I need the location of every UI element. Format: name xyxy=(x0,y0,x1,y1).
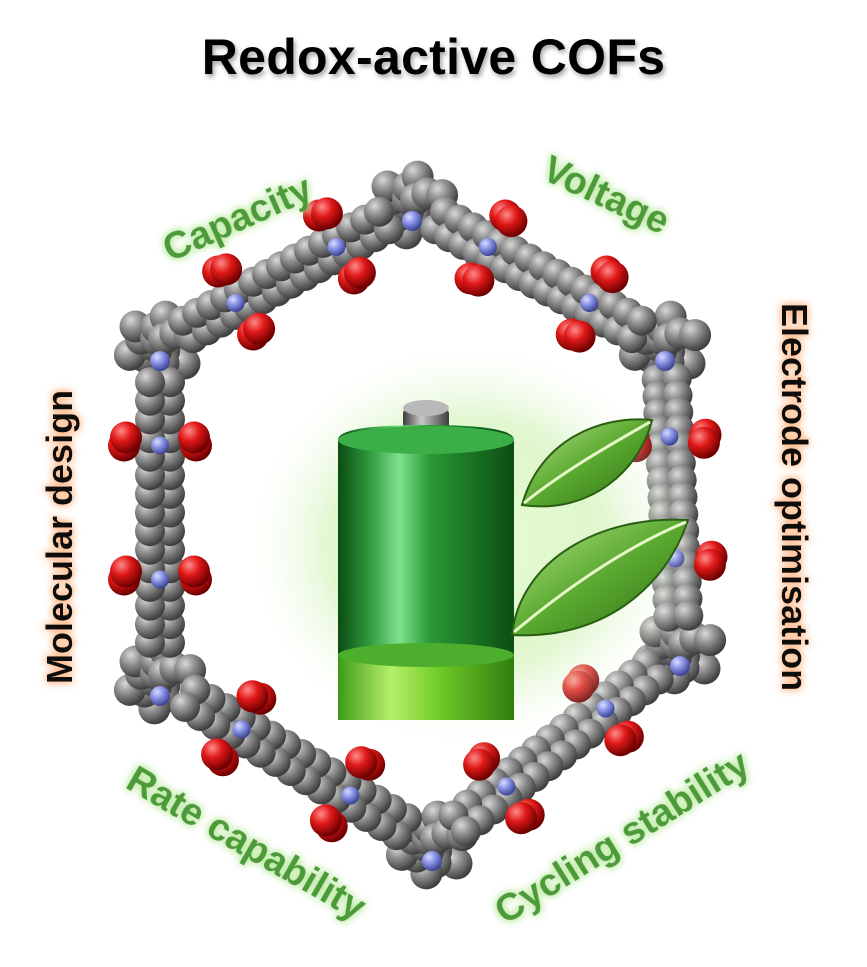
label-molecular-design: Molecular design xyxy=(39,390,80,684)
oxygen-atom xyxy=(604,724,637,757)
battery-icon xyxy=(338,400,514,720)
nitrogen-atom xyxy=(232,720,251,739)
carbon-atom xyxy=(450,816,481,847)
carbon-atom xyxy=(694,624,727,657)
nitrogen-atom xyxy=(478,238,497,256)
oxygen-atom xyxy=(343,256,376,289)
carbon-atom xyxy=(364,196,395,227)
nitrogen-atom xyxy=(402,211,422,231)
oxygen-atom xyxy=(596,261,629,294)
nitrogen-atom xyxy=(226,294,245,312)
oxygen-atom xyxy=(178,555,210,588)
nitrogen-atom xyxy=(150,351,170,371)
oxygen-atom xyxy=(463,748,496,781)
oxygen-atom xyxy=(110,555,142,588)
oxygen-atom xyxy=(110,421,142,454)
leaf-icon xyxy=(510,418,690,637)
nitrogen-atom xyxy=(580,294,599,312)
nitrogen-atom xyxy=(151,436,169,455)
nitrogen-atom xyxy=(422,851,442,871)
nitrogen-atom xyxy=(497,777,516,796)
oxygen-atom xyxy=(210,253,243,286)
nitrogen-atom xyxy=(150,686,170,706)
carbon-atom xyxy=(135,367,165,398)
oxygen-atom xyxy=(505,802,538,835)
label-voltage: Voltage xyxy=(536,148,676,243)
carbon-atom xyxy=(626,305,657,336)
oxygen-atom xyxy=(178,421,210,454)
oxygen-atom xyxy=(693,548,726,581)
oxygen-atom xyxy=(243,312,276,345)
oxygen-atom xyxy=(345,746,378,779)
oxygen-atom xyxy=(563,320,596,353)
nitrogen-atom xyxy=(327,238,346,256)
oxygen-atom xyxy=(687,426,720,459)
label-electrode-optimisation: Electrode optimisation xyxy=(774,303,815,691)
nitrogen-atom xyxy=(151,570,169,589)
oxygen-atom xyxy=(495,205,528,238)
nitrogen-atom xyxy=(670,656,690,676)
carbon-atom xyxy=(170,691,200,722)
oxygen-atom xyxy=(309,804,342,837)
page-title: Redox-active COFs xyxy=(201,29,666,85)
nitrogen-atom xyxy=(655,351,675,371)
oxygen-atom xyxy=(462,264,495,297)
nitrogen-atom xyxy=(341,786,360,805)
oxygen-atom xyxy=(236,680,269,713)
oxygen-atom xyxy=(310,197,343,230)
oxygen-atom xyxy=(201,738,234,771)
carbon-atom xyxy=(679,319,712,352)
